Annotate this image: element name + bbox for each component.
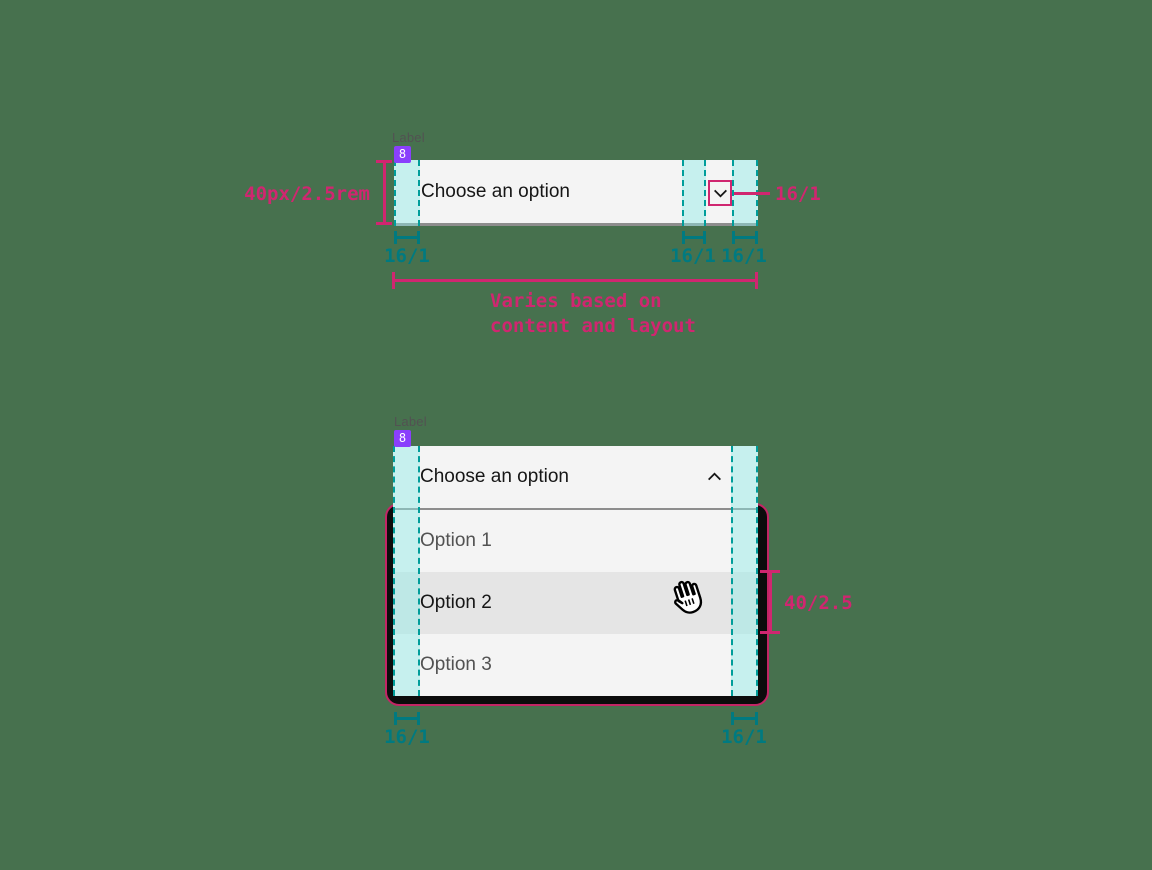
dropdown-value: Choose an option: [420, 466, 569, 487]
gap-chevron-measure: [682, 231, 706, 244]
spacing-column-left: [394, 160, 420, 226]
chevron-up-icon: [708, 472, 721, 481]
field-width-measure: [392, 272, 758, 289]
pad-left-measure: [394, 231, 420, 244]
pad-right-annotation: 16/1: [721, 726, 767, 748]
spacing-token-badge: 8: [394, 146, 411, 163]
field-width-note-line2: content and layout: [490, 315, 696, 337]
menu-option-3[interactable]: Option 3: [393, 634, 758, 696]
pad-left-measure: [394, 712, 420, 725]
pad-left-annotation: 16/1: [384, 726, 430, 748]
dropdown-value: Choose an option: [421, 180, 570, 202]
chevron-leader-line: [734, 192, 770, 195]
option-height-measure: [760, 570, 780, 634]
hand-cursor-icon: [673, 580, 703, 614]
pad-left-annotation: 16/1: [384, 245, 430, 267]
field-width-note-line1: Varies based on: [490, 290, 662, 312]
menu-option-1[interactable]: Option 1: [393, 510, 758, 572]
option-height-annotation: 40/2.5: [784, 592, 853, 614]
field-height-measure: [376, 160, 392, 225]
spacing-column-before-chevron: [682, 160, 706, 226]
pad-right-measure: [731, 712, 758, 725]
dropdown-field[interactable]: Choose an option: [394, 160, 758, 226]
pad-right-measure: [732, 231, 758, 244]
gap-chevron-annotation: 16/1: [670, 245, 716, 267]
option-label: Option 1: [420, 530, 492, 551]
chevron-down-icon: [713, 189, 727, 197]
field-height-annotation: 40px/2.5rem: [244, 183, 370, 205]
pad-right-annotation: 16/1: [721, 245, 767, 267]
spacing-token-badge: 8: [394, 430, 411, 447]
dropdown-label: Label: [392, 130, 425, 145]
option-label: Option 3: [420, 654, 492, 675]
spacing-column-right: [731, 446, 758, 696]
chevron-size-box: [708, 180, 732, 206]
spacing-column-left: [393, 446, 420, 696]
option-label: Option 2: [420, 592, 492, 613]
dropdown-field[interactable]: Choose an option: [393, 446, 758, 510]
dropdown-label: Label: [394, 414, 427, 429]
chevron-size-annotation: 16/1: [775, 183, 821, 205]
